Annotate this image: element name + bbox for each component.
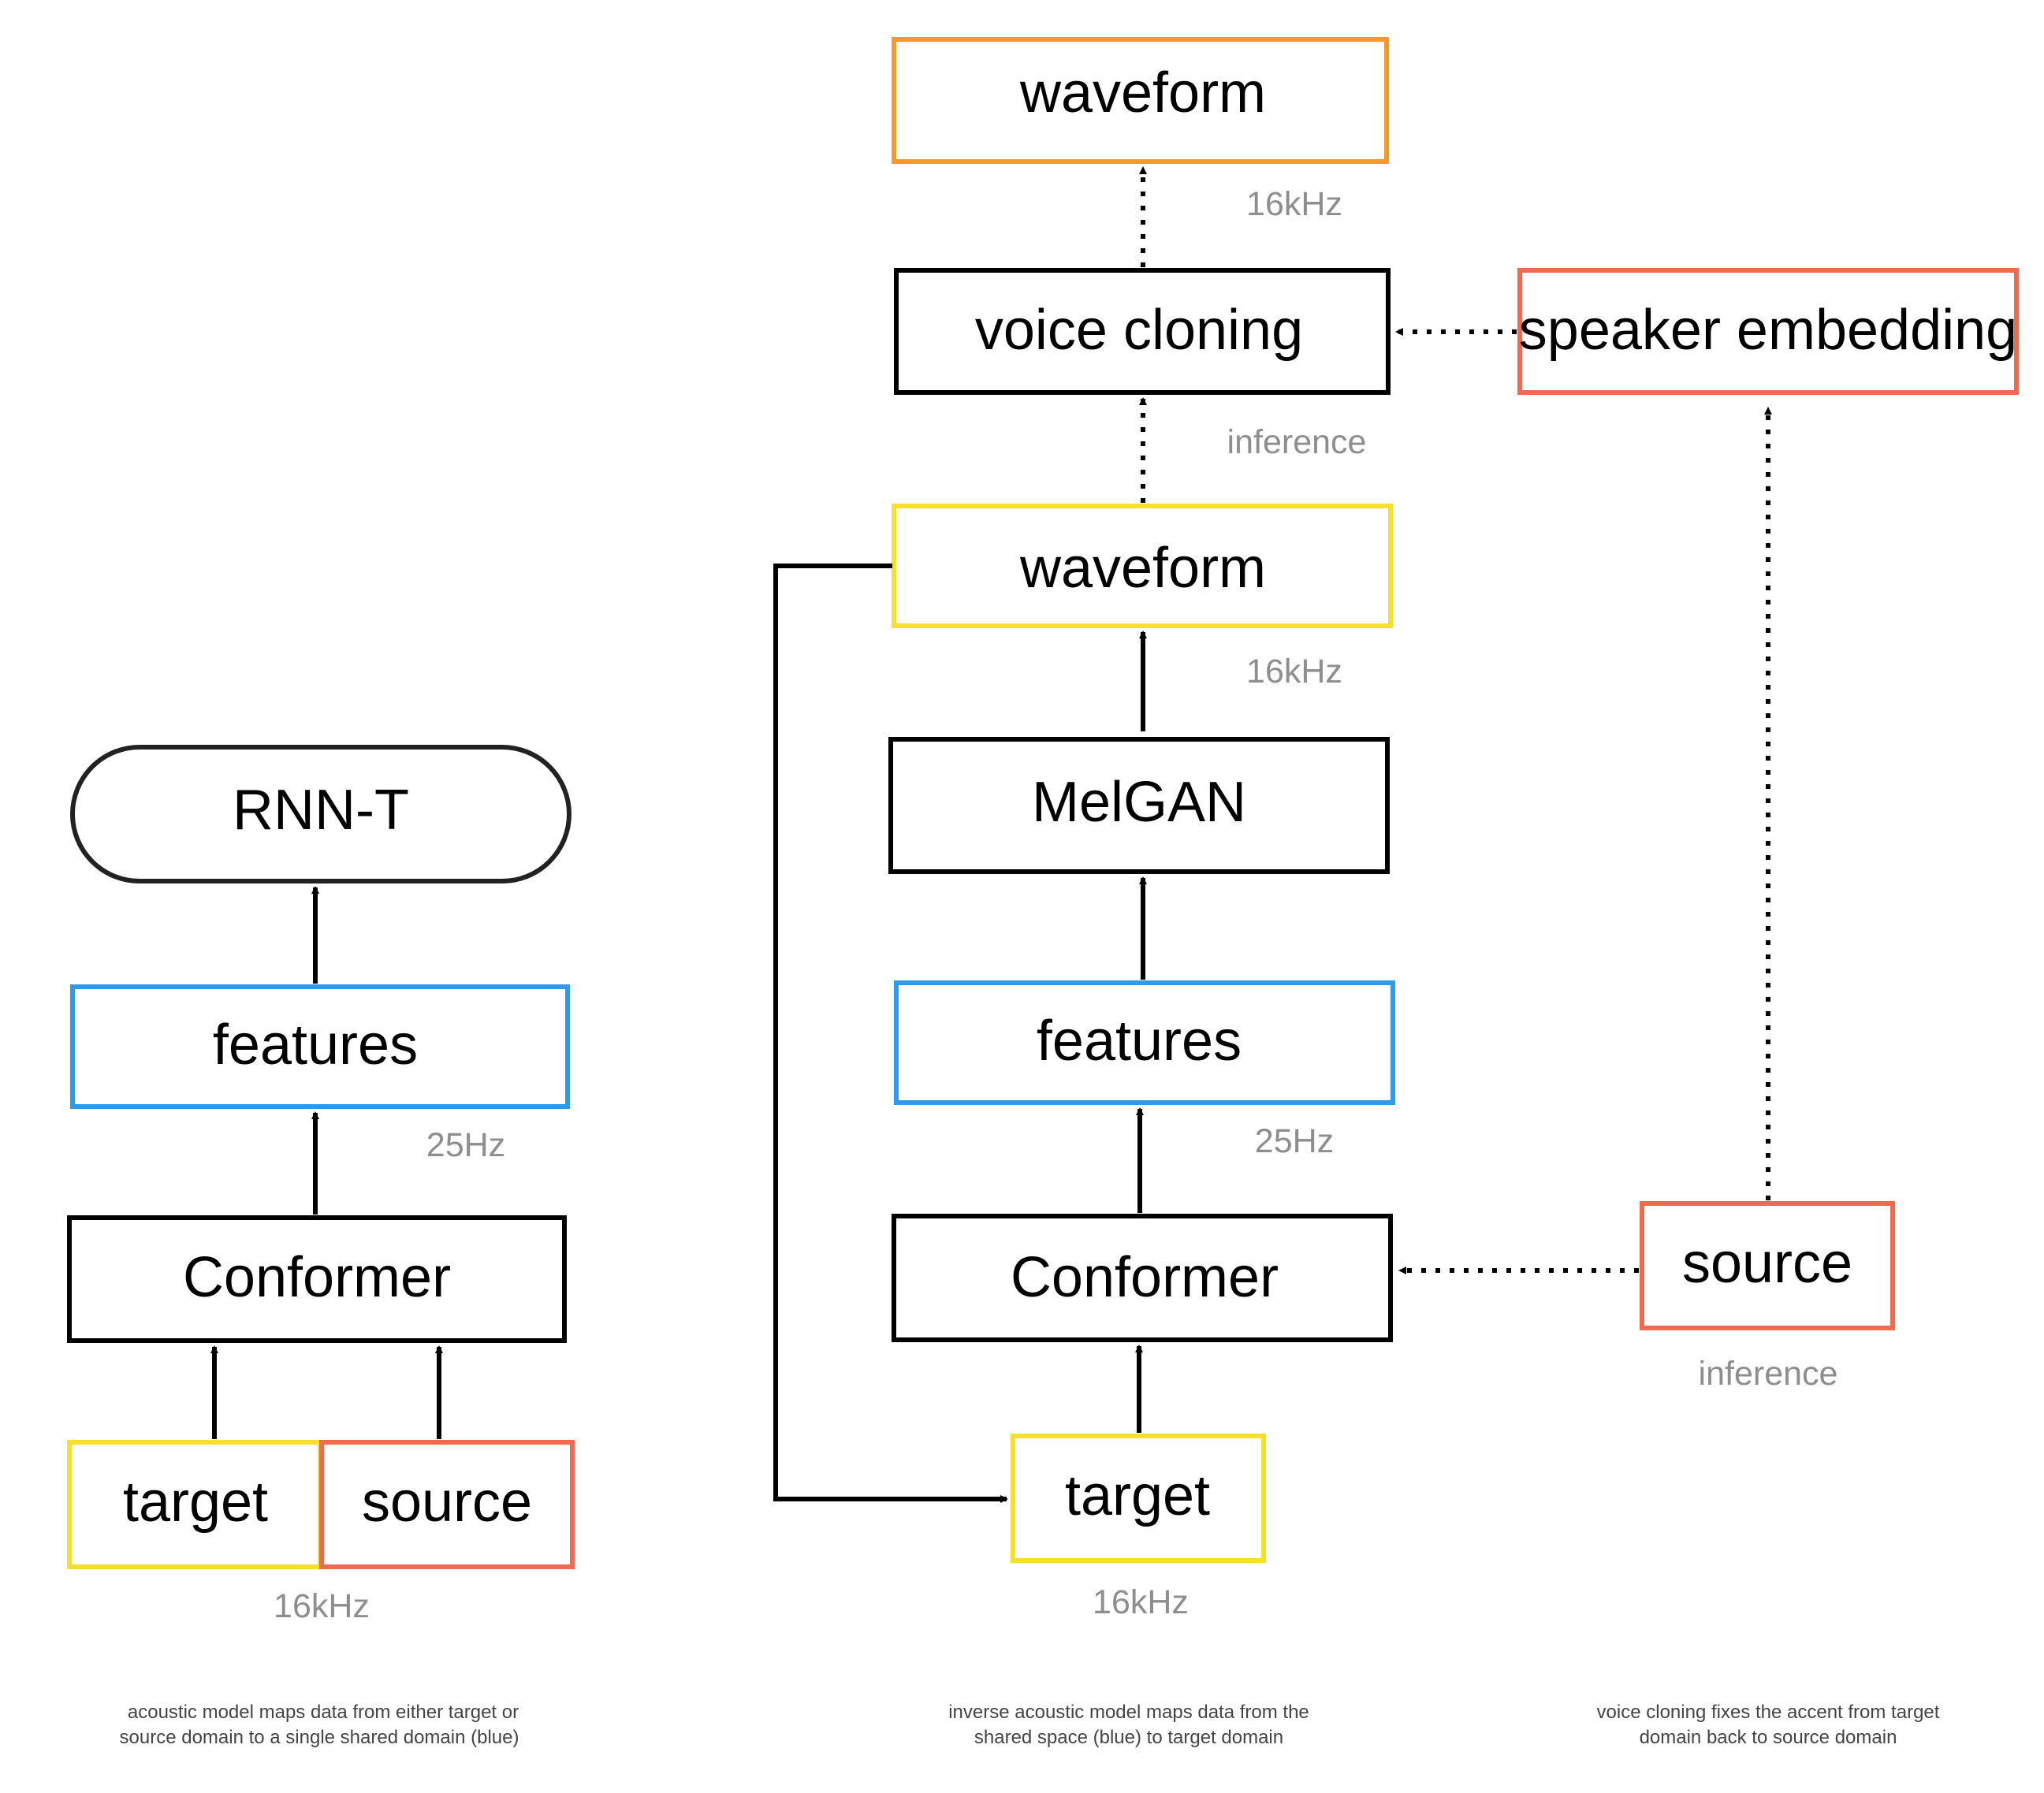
- target-box-left: [67, 1440, 322, 1569]
- features-box-middle: [894, 980, 1395, 1105]
- caption-left-line2: source domain to a single shared domain …: [120, 1727, 519, 1748]
- features-label-left: features: [213, 1014, 418, 1077]
- waveform-label-mid: waveform: [1019, 537, 1266, 600]
- conformer-box-left: [67, 1215, 567, 1343]
- rnnt-label: RNN-T: [233, 779, 409, 842]
- caption-middle-line1: inverse acoustic model maps data from th…: [948, 1702, 1309, 1723]
- conformer-label-middle: Conformer: [1011, 1246, 1279, 1309]
- source-box-right: [1640, 1201, 1895, 1330]
- caption-left-line1: acoustic model maps data from either tar…: [128, 1702, 519, 1723]
- rnnt-box: [70, 745, 572, 883]
- target-box-middle: [1011, 1434, 1266, 1563]
- rate-features-left: 25Hz: [426, 1126, 505, 1164]
- source-label-right: source: [1682, 1232, 1852, 1295]
- rate-top: 16kHz: [1246, 185, 1342, 223]
- melgan-box: [888, 737, 1390, 874]
- voice-cloning-box: [894, 268, 1391, 395]
- rate-input-middle: 16kHz: [1093, 1583, 1189, 1621]
- caption-right-line2: domain back to source domain: [1640, 1727, 1897, 1748]
- waveform-label-top: waveform: [1019, 61, 1266, 125]
- arrow-waveform-to-target-loop: [773, 564, 1008, 1503]
- inference-label-right: inference: [1699, 1355, 1838, 1393]
- caption-middle-line2: shared space (blue) to target domain: [974, 1727, 1283, 1748]
- features-box-left: [70, 984, 570, 1109]
- rate-mid: 16kHz: [1246, 653, 1342, 690]
- inference-label-middle: inference: [1227, 423, 1367, 461]
- melgan-label: MelGAN: [1032, 771, 1246, 834]
- source-label-left: source: [362, 1471, 532, 1534]
- middle-pipeline: waveform 16kHz voice cloning inference w…: [773, 37, 1395, 1748]
- right-pipeline: speaker embedding source inference voice…: [1395, 268, 2019, 1748]
- speaker-embedding-box: [1517, 268, 2019, 395]
- target-label-left: target: [123, 1471, 268, 1534]
- rate-features-middle: 25Hz: [1255, 1122, 1334, 1160]
- features-label-middle: features: [1037, 1010, 1242, 1073]
- speaker-embedding-label: speaker embedding: [1519, 299, 2017, 362]
- caption-right-line1: voice cloning fixes the accent from targ…: [1597, 1702, 1940, 1723]
- conformer-box-middle: [892, 1214, 1393, 1342]
- conformer-label-left: Conformer: [183, 1246, 451, 1309]
- left-pipeline: RNN-T features 25Hz Conformer target sou…: [67, 745, 575, 1748]
- waveform-box-mid: [892, 504, 1393, 628]
- waveform-box-top: [892, 37, 1389, 164]
- rate-input-left: 16kHz: [274, 1587, 370, 1625]
- voice-cloning-label: voice cloning: [975, 299, 1303, 362]
- source-box-left: [319, 1440, 575, 1569]
- target-label-middle: target: [1065, 1464, 1210, 1527]
